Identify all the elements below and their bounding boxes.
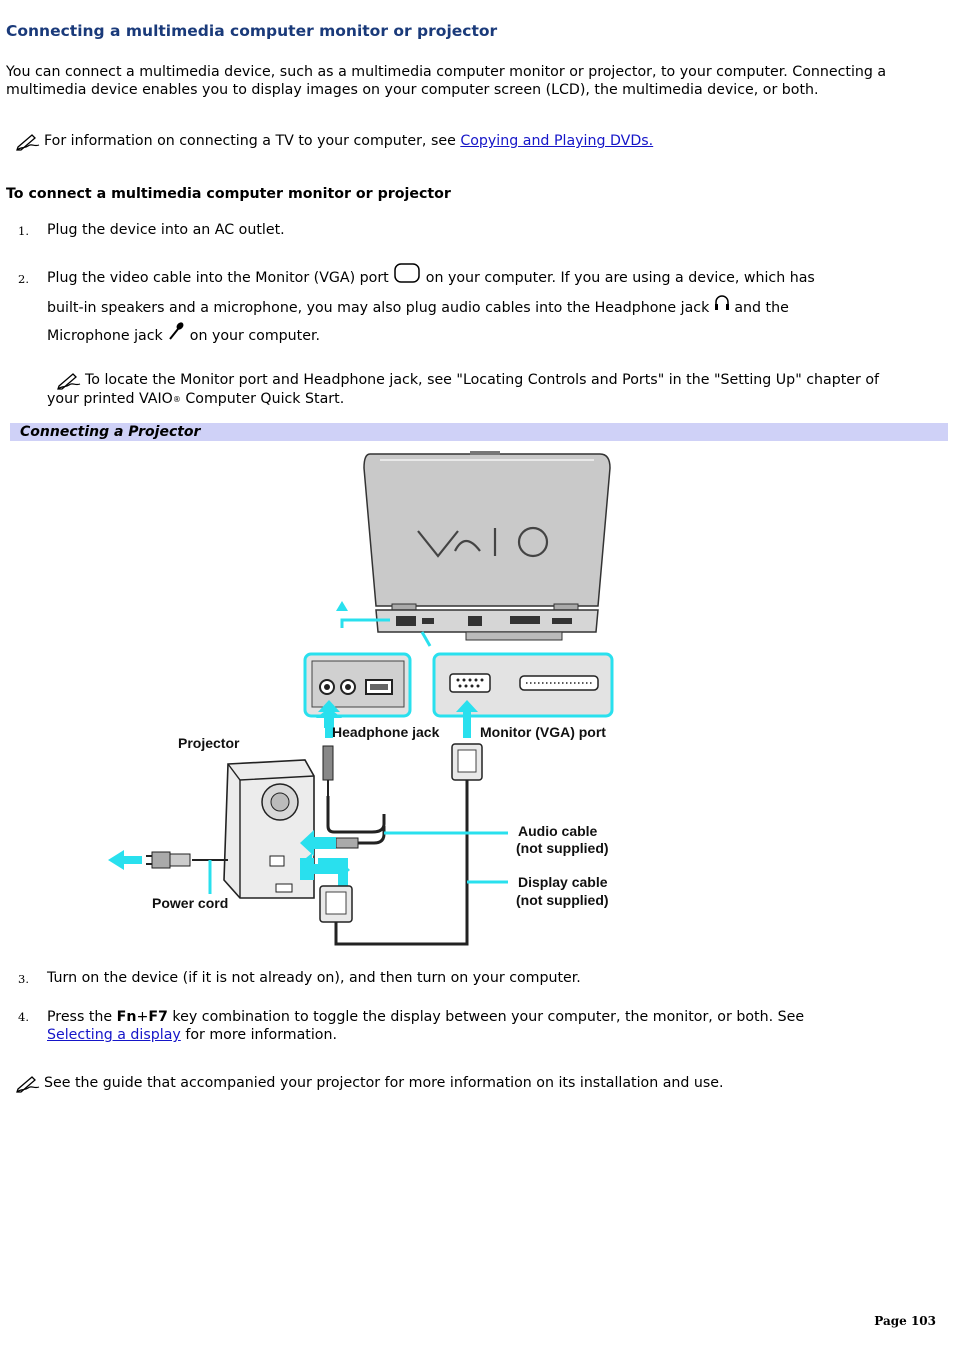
projector-label: Projector bbox=[178, 735, 240, 751]
page-title: Connecting a multimedia computer monitor… bbox=[6, 22, 498, 40]
display-cable-note: (not supplied) bbox=[516, 892, 609, 908]
note-tv: For information on connecting a TV to yo… bbox=[16, 133, 653, 151]
page-number: Page 103 bbox=[874, 1314, 936, 1328]
figure-caption: Connecting a Projector bbox=[20, 424, 201, 440]
pencil-note-icon bbox=[57, 372, 81, 390]
note-locate-ports: To locate the Monitor port and Headphone… bbox=[57, 372, 879, 390]
step-2-text: Plug the video cable into the Monitor (V… bbox=[47, 262, 815, 351]
step-number: 4. bbox=[18, 1010, 29, 1024]
headphone-icon bbox=[714, 294, 730, 322]
note-locate-ports-line2: your printed VAIO® Computer Quick Start. bbox=[47, 391, 345, 407]
microphone-icon bbox=[167, 321, 185, 351]
display-cable-label: Display cable bbox=[518, 874, 608, 890]
step-number: 1. bbox=[18, 224, 29, 238]
headphone-jack-label: Headphone jack bbox=[332, 724, 440, 740]
copying-dvds-link[interactable]: Copying and Playing DVDs. bbox=[460, 133, 654, 149]
step-number: 3. bbox=[18, 972, 29, 986]
step-4-text: Press the Fn+F7 key combination to toggl… bbox=[47, 1009, 805, 1043]
note-tv-text: For information on connecting a TV to yo… bbox=[44, 133, 461, 149]
power-cord-label: Power cord bbox=[152, 895, 228, 911]
vaio-logo bbox=[417, 526, 549, 558]
key-fn: Fn bbox=[116, 1009, 137, 1025]
intro-paragraph: You can connect a multimedia device, suc… bbox=[6, 64, 887, 98]
figure-caption-bar bbox=[10, 423, 948, 441]
audio-cable-label: Audio cable bbox=[518, 823, 598, 839]
laptop-illustration bbox=[363, 451, 611, 641]
monitor-port-icon bbox=[393, 262, 421, 294]
projector-connection-figure: Headphone jack Monitor (VGA) port Projec… bbox=[100, 446, 660, 952]
step-number: 2. bbox=[18, 272, 29, 286]
procedure-heading: To connect a multimedia computer monitor… bbox=[6, 186, 451, 202]
power-cord-illustration bbox=[108, 850, 228, 894]
pencil-note-icon bbox=[16, 1075, 40, 1093]
monitor-port-label: Monitor (VGA) port bbox=[480, 724, 606, 740]
step-1-text: Plug the device into an AC outlet. bbox=[47, 222, 285, 238]
selecting-display-link[interactable]: Selecting a display bbox=[47, 1027, 181, 1043]
audio-cable-note: (not supplied) bbox=[516, 840, 609, 856]
note-projector-guide: See the guide that accompanied your proj… bbox=[16, 1075, 724, 1093]
step-3-text: Turn on the device (if it is not already… bbox=[47, 970, 581, 986]
pencil-note-icon bbox=[16, 133, 40, 151]
projector-illustration bbox=[223, 759, 315, 899]
key-f7: F7 bbox=[148, 1009, 168, 1025]
